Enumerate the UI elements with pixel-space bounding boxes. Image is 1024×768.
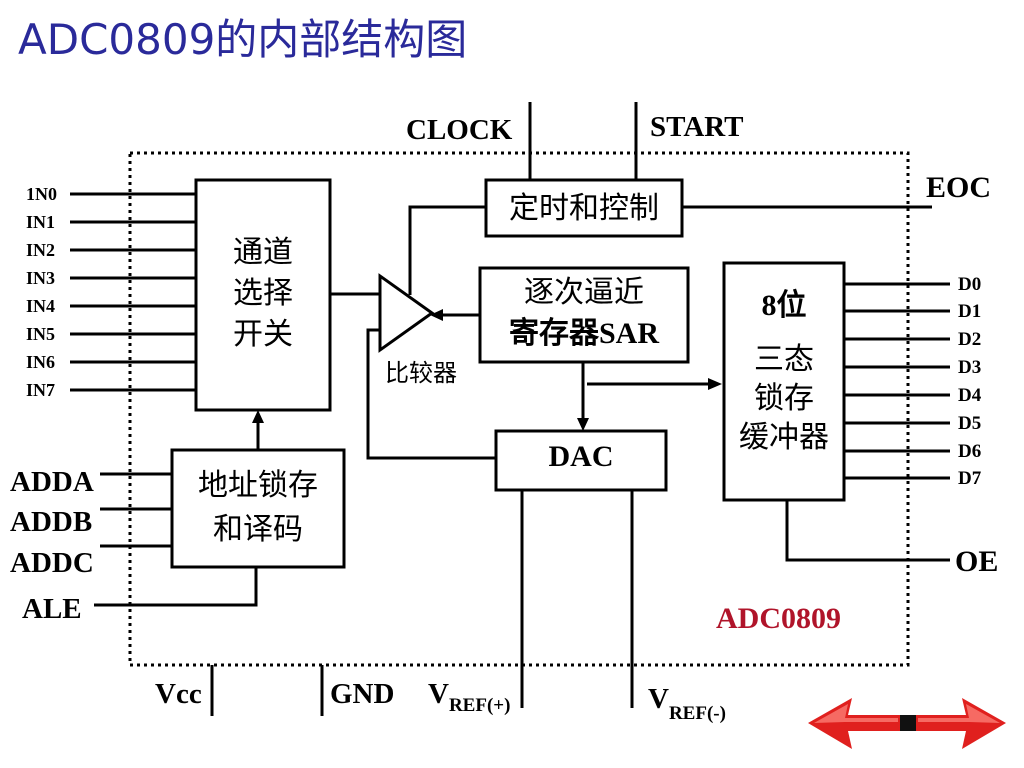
latch-line-2: 三态 bbox=[754, 342, 814, 377]
clock-label: CLOCK bbox=[406, 114, 513, 146]
latch-line-1: 8位 bbox=[762, 288, 807, 322]
sar-block bbox=[478, 266, 690, 364]
output-label-5: D5 bbox=[958, 413, 981, 434]
address-label-c: ADDC bbox=[10, 547, 94, 579]
vcc-label: Vcc bbox=[155, 678, 202, 710]
input-label-2: IN2 bbox=[26, 240, 55, 260]
latch-buffer-block bbox=[722, 261, 846, 502]
gnd-label: GND bbox=[330, 678, 394, 710]
vref-neg-label: VREF(-) bbox=[648, 683, 726, 724]
vref-pos-main: V bbox=[428, 678, 449, 710]
output-label-6: D6 bbox=[958, 441, 981, 462]
input-label-1: IN1 bbox=[26, 212, 55, 232]
latch-line-3: 锁存 bbox=[754, 381, 814, 416]
comparator-symbol bbox=[378, 273, 435, 353]
input-lines bbox=[70, 192, 196, 392]
latch-line-4: 缓冲器 bbox=[739, 420, 829, 455]
dac-label: DAC bbox=[549, 440, 614, 473]
eoc-label: EOC bbox=[926, 171, 991, 204]
input-label-5: IN5 bbox=[26, 324, 55, 344]
output-label-3: D3 bbox=[958, 357, 981, 378]
chip-name-label: ADC0809 bbox=[716, 602, 841, 635]
input-label-4: IN4 bbox=[26, 296, 55, 316]
start-label: START bbox=[650, 111, 744, 143]
left-arrow-icon[interactable] bbox=[808, 698, 900, 749]
output-label-2: D2 bbox=[958, 329, 981, 350]
page-title: ADC0809的内部结构图 bbox=[18, 15, 468, 64]
ale-label: ALE bbox=[22, 593, 82, 625]
channel-select-line-1: 通道 bbox=[233, 235, 293, 270]
output-label-4: D4 bbox=[958, 385, 982, 406]
address-label-a: ADDA bbox=[10, 466, 94, 498]
channel-select-line-2: 选择 bbox=[233, 276, 293, 311]
vref-pos-sub: REF(+) bbox=[449, 695, 510, 716]
output-label-1: D1 bbox=[958, 301, 981, 322]
address-latch-line-1: 地址锁存 bbox=[198, 468, 318, 503]
vref-pos-label: VREF(+) bbox=[428, 678, 510, 716]
output-label-0: D0 bbox=[958, 274, 981, 295]
vref-neg-sub: REF(-) bbox=[669, 703, 726, 724]
input-label-3: IN3 bbox=[26, 268, 55, 288]
address-latch-block bbox=[170, 448, 346, 569]
vref-neg-main: V bbox=[648, 683, 669, 715]
right-arrow-icon[interactable] bbox=[900, 698, 1006, 749]
chip-outline bbox=[128, 151, 910, 667]
address-label-b: ADDB bbox=[10, 506, 92, 538]
timing-control-label: 定时和控制 bbox=[509, 191, 659, 226]
oe-label: OE bbox=[955, 545, 998, 578]
channel-select-line-3: 开关 bbox=[233, 317, 293, 352]
dac-block bbox=[494, 429, 668, 492]
sar-line-2: 寄存器SAR bbox=[509, 316, 659, 350]
output-label-7: D7 bbox=[958, 468, 982, 489]
output-lines bbox=[844, 282, 950, 480]
sar-line-1: 逐次逼近 bbox=[524, 275, 644, 310]
input-label-0: 1N0 bbox=[26, 184, 57, 204]
input-label-6: IN6 bbox=[26, 352, 55, 372]
comparator-label: 比较器 bbox=[385, 359, 457, 387]
input-label-7: IN7 bbox=[26, 380, 55, 400]
channel-select-block bbox=[194, 178, 332, 412]
address-latch-line-2: 和译码 bbox=[213, 512, 303, 547]
